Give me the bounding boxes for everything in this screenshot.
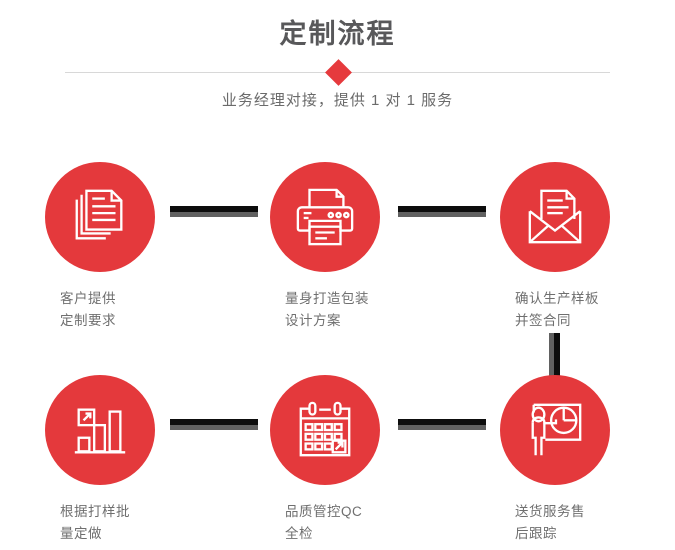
connector-step2-step3 [398,206,486,217]
connector-bar-gray [549,333,554,377]
step-label: 根据打样批 量定做 [60,504,130,541]
step-icon-circle [45,162,155,272]
step-label: 客户提供 定制要求 [60,291,116,328]
title-divider [65,59,610,86]
documents-icon [75,189,123,240]
diamond-icon [324,59,352,86]
calendar-check-icon [299,401,351,457]
step-label: 确认生产样板 并签合同 [515,291,599,328]
connector-bar-gray [170,212,258,217]
connector-step4-step5 [170,419,258,430]
connector-bar-dark [398,419,486,425]
envelope-icon [528,189,582,244]
step-icon-circle [45,375,155,485]
step-icon-circle [270,162,380,272]
connector-bar-dark [398,206,486,212]
page-title: 定制流程 [279,19,396,49]
step-icon-circle [270,375,380,485]
connector-bar-gray [398,212,486,217]
connector-step1-step2 [170,206,258,217]
step-icon-circle [500,162,610,272]
connector-bar-dark [554,333,560,377]
connector-bar-dark [170,206,258,212]
connector-bar-gray [398,425,486,430]
connector-bar-dark [170,419,258,425]
connector-bar-gray [170,425,258,430]
presentation-pie-chart-icon [531,403,582,456]
step-label: 送货服务售 后跟踪 [515,504,585,541]
connector-step5-step6 [398,419,486,430]
step-label: 品质管控QC 全检 [285,504,363,541]
step-label: 量身打造包装 设计方案 [285,291,369,328]
page-subtitle: 业务经理对接，提供 1 对 1 服务 [221,92,454,109]
step-icon-circle [500,375,610,485]
connector-step3-step6 [549,333,560,377]
printer-icon [296,188,354,246]
bar-chart-growth-icon [74,408,126,454]
